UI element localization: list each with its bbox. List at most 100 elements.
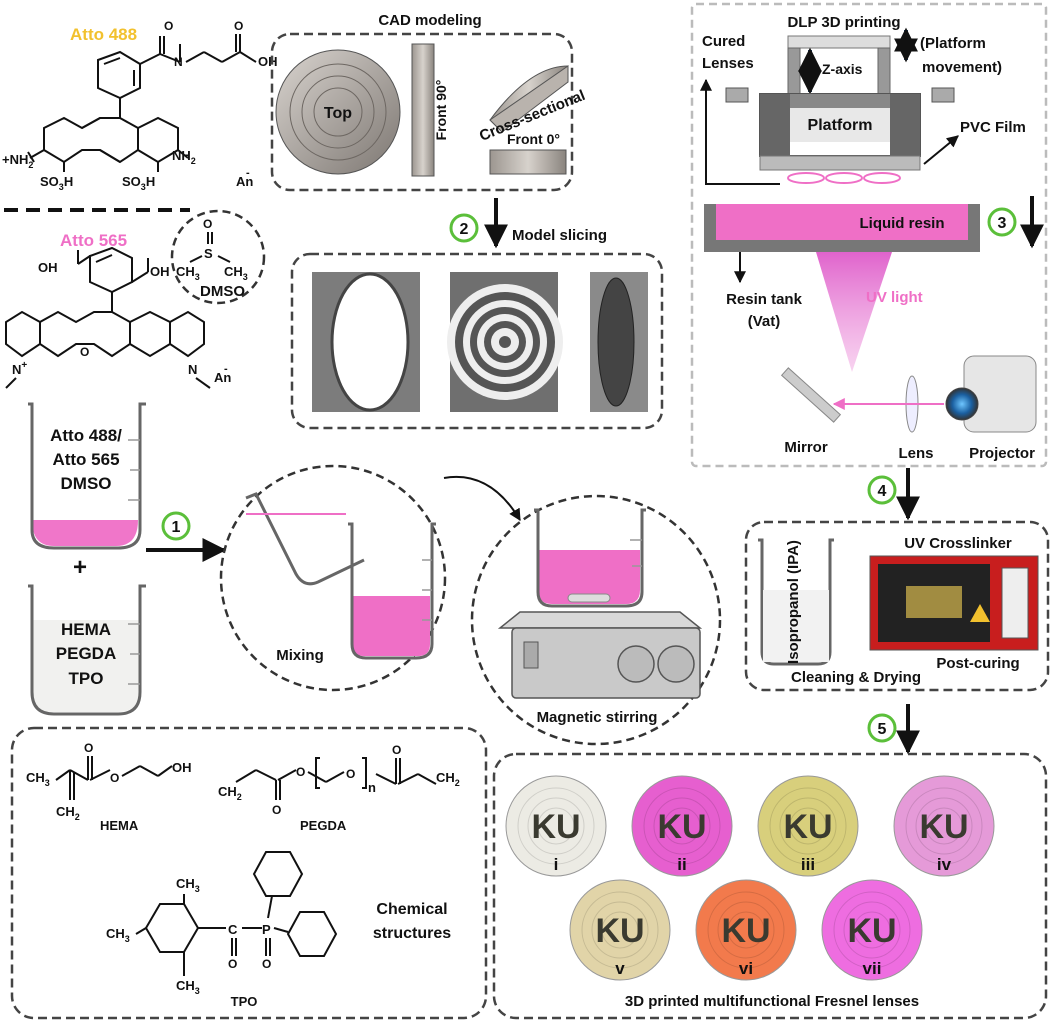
model-slicing-panel xyxy=(290,252,664,430)
cad-title: CAD modeling xyxy=(378,12,481,29)
lens-ring xyxy=(591,901,649,959)
lens-vi: KU vi xyxy=(695,879,797,981)
dlp-platform-movement-1: (Platform xyxy=(920,35,986,52)
pegda-n: n xyxy=(368,780,376,795)
hema-label: HEMA xyxy=(100,818,139,833)
nh2-right: NH2 xyxy=(172,148,196,166)
lens-ring xyxy=(853,911,891,949)
post-processing-panel: UV Crosslinker Isopropanol (IPA) Cleanin… xyxy=(744,520,1050,692)
dmso-ch3-right: CH3 xyxy=(224,264,248,282)
lens-id-label: vi xyxy=(739,959,753,978)
postcure-label: Post-curing xyxy=(936,655,1019,672)
lens-disc xyxy=(695,879,797,981)
oh-565a: OH xyxy=(38,260,58,275)
tpo-label: TPO xyxy=(231,994,258,1009)
atto488-structure: Atto 488 O N O OH +NH2 NH2 xyxy=(2,19,278,192)
anion-565-charge: - xyxy=(224,363,228,375)
lens-ring xyxy=(601,911,639,949)
tpo-p: P xyxy=(262,922,271,937)
lens-disc xyxy=(821,879,923,981)
tpo-o1: O xyxy=(228,957,237,971)
dmso-s: S xyxy=(204,246,213,261)
pegda-o3: O xyxy=(346,767,355,781)
pegda-o2: O xyxy=(296,765,305,779)
structures-caption-2: structures xyxy=(373,925,451,942)
ipa-label: Isopropanol (IPA) xyxy=(785,540,802,664)
step-3-number: 3 xyxy=(998,215,1007,232)
dlp-printing-panel: DLP 3D printing Z-axis (Platform movemen… xyxy=(690,2,1048,468)
lens-ring xyxy=(537,807,575,845)
lens-id-label: vii xyxy=(863,959,882,978)
n-plus: N+ xyxy=(12,360,27,377)
oh-488: OH xyxy=(258,54,278,69)
xanthene-o: O xyxy=(80,345,89,359)
lens-ring xyxy=(581,891,659,969)
step-5-badge: 5 xyxy=(867,713,897,743)
step-2-badge: 2 xyxy=(449,213,479,243)
beaker-top-line1: Atto 488/ xyxy=(50,426,122,445)
lens-ring xyxy=(727,911,765,949)
pegda-o1: O xyxy=(272,803,281,817)
o-label: O xyxy=(164,19,173,33)
lens-ii: KU ii xyxy=(631,775,733,877)
lens-ring xyxy=(915,797,973,855)
beaker-top-line3: DMSO xyxy=(61,474,112,493)
dlp-lens-label: Lens xyxy=(898,445,933,462)
magnetic-stirring-panel: Magnetic stirring xyxy=(470,494,722,746)
n-label: N xyxy=(174,55,183,69)
lens-text: KU xyxy=(657,808,706,846)
cad-front0-label: Front 0° xyxy=(507,131,560,147)
step-1-badge: 1 xyxy=(161,511,191,541)
lens-id-label: iv xyxy=(937,855,952,874)
hema-ch2: CH2 xyxy=(56,804,80,822)
anion-565: An xyxy=(214,370,231,385)
tpo-ch3-left: CH3 xyxy=(106,926,130,944)
hema-ch3: CH3 xyxy=(26,770,50,788)
lens-text: KU xyxy=(721,912,770,950)
lens-ring xyxy=(643,787,721,865)
lens-id-label: ii xyxy=(677,855,686,874)
lens-ring xyxy=(779,797,837,855)
lens-id-label: v xyxy=(615,959,625,978)
lens-ring xyxy=(789,807,827,845)
tpo-ch3-bottom: CH3 xyxy=(176,978,200,996)
lens-disc xyxy=(505,775,607,877)
lenses-caption: 3D printed multifunctional Fresnel lense… xyxy=(625,993,919,1010)
lens-ring xyxy=(717,901,775,959)
resin-monomer-beaker: HEMA PEGDA TPO xyxy=(28,584,146,716)
step-4-number: 4 xyxy=(878,483,887,500)
dlp-tank-2: (Vat) xyxy=(748,313,781,330)
dlp-resin-label: Liquid resin xyxy=(859,215,944,232)
lens-disc xyxy=(757,775,859,877)
n-right: N xyxy=(188,362,197,377)
lens-disc xyxy=(569,879,671,981)
dye-solution-beaker: Atto 488/ Atto 565 DMSO xyxy=(28,402,146,550)
pegda-ch2-left: CH2 xyxy=(218,784,242,802)
slicing-title: Model slicing xyxy=(512,227,607,244)
cad-modeling-panel: CAD modeling Top Front 90° Cross-section… xyxy=(270,12,588,192)
atto565-label: Atto 565 xyxy=(60,231,127,250)
beaker-top-line2: Atto 565 xyxy=(52,450,119,469)
dlp-cured-2: Lenses xyxy=(702,55,754,72)
arrow-mix-to-stir xyxy=(443,475,521,522)
pegda-o4: O xyxy=(392,743,401,757)
lens-id-label: iii xyxy=(801,855,815,874)
anion-488-charge: - xyxy=(246,167,250,179)
cleaning-label: Cleaning & Drying xyxy=(791,669,921,686)
lens-ring xyxy=(527,797,585,855)
tpo-o2: O xyxy=(262,957,271,971)
mixing-label: Mixing xyxy=(276,647,324,664)
cad-front90-label: Front 90° xyxy=(433,80,449,141)
step-4-badge: 4 xyxy=(867,475,897,505)
lens-v: KUv xyxy=(569,879,671,981)
oh-565b: OH xyxy=(150,264,170,279)
cad-top-label: Top xyxy=(324,105,352,122)
dmso-ch3-left: CH3 xyxy=(176,264,200,282)
dlp-cured-1: Cured xyxy=(702,33,745,50)
lens-ring xyxy=(707,891,785,969)
dlp-mirror-label: Mirror xyxy=(784,439,828,456)
beaker-bot-line3: TPO xyxy=(69,669,104,688)
